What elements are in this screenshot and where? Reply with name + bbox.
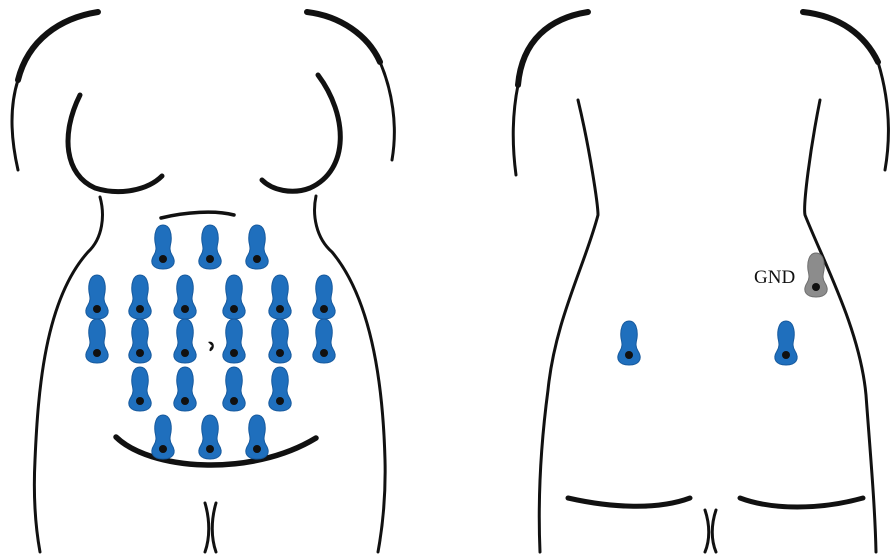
electrode-contact — [159, 255, 167, 263]
electrode-contact — [93, 305, 101, 313]
electrode — [129, 275, 151, 319]
electrode — [269, 275, 291, 319]
electrode-contact — [276, 349, 284, 357]
electrode-contact — [136, 305, 144, 313]
electrode-contact — [136, 349, 144, 357]
electrode — [129, 319, 151, 363]
electrode-contact — [276, 305, 284, 313]
electrode — [223, 319, 245, 363]
electrode-contact — [625, 351, 633, 359]
electrode — [174, 319, 196, 363]
front-torso-outline — [12, 12, 394, 552]
electrode-contact — [782, 351, 790, 359]
electrode-contact — [159, 445, 167, 453]
electrode — [269, 319, 291, 363]
electrode — [174, 367, 196, 411]
ground-label: GND — [754, 267, 795, 288]
electrode — [246, 415, 268, 459]
back-torso-outline — [513, 12, 888, 552]
electrode — [313, 275, 335, 319]
electrode-contact — [206, 255, 214, 263]
electrode — [223, 367, 245, 411]
electrode-contact — [93, 349, 101, 357]
electrode-contact — [181, 397, 189, 405]
electrode — [269, 367, 291, 411]
back-electrode-array — [618, 321, 797, 365]
electrode — [223, 275, 245, 319]
electrode — [775, 321, 797, 365]
electrode-contact — [206, 445, 214, 453]
ground-electrode-pad — [805, 253, 827, 297]
electrode — [246, 225, 268, 269]
electrode — [199, 415, 221, 459]
electrode-contact — [812, 283, 820, 291]
electrode-contact — [253, 255, 261, 263]
electrode-contact — [320, 349, 328, 357]
electrode — [152, 415, 174, 459]
electrode-contact — [181, 305, 189, 313]
electrode — [86, 275, 108, 319]
ground-electrode — [805, 253, 827, 297]
electrode — [199, 225, 221, 269]
navel-mark — [208, 342, 214, 351]
electrode — [129, 367, 151, 411]
electrode-contact — [320, 305, 328, 313]
electrode — [86, 319, 108, 363]
electrode-contact — [276, 397, 284, 405]
electrode — [618, 321, 640, 365]
electrode-contact — [181, 349, 189, 357]
electrode-contact — [253, 445, 261, 453]
electrode-contact — [230, 397, 238, 405]
electrode-contact — [230, 349, 238, 357]
electrode — [313, 319, 335, 363]
electrode — [152, 225, 174, 269]
electrode-contact — [230, 305, 238, 313]
electrode — [174, 275, 196, 319]
electrode-contact — [136, 397, 144, 405]
